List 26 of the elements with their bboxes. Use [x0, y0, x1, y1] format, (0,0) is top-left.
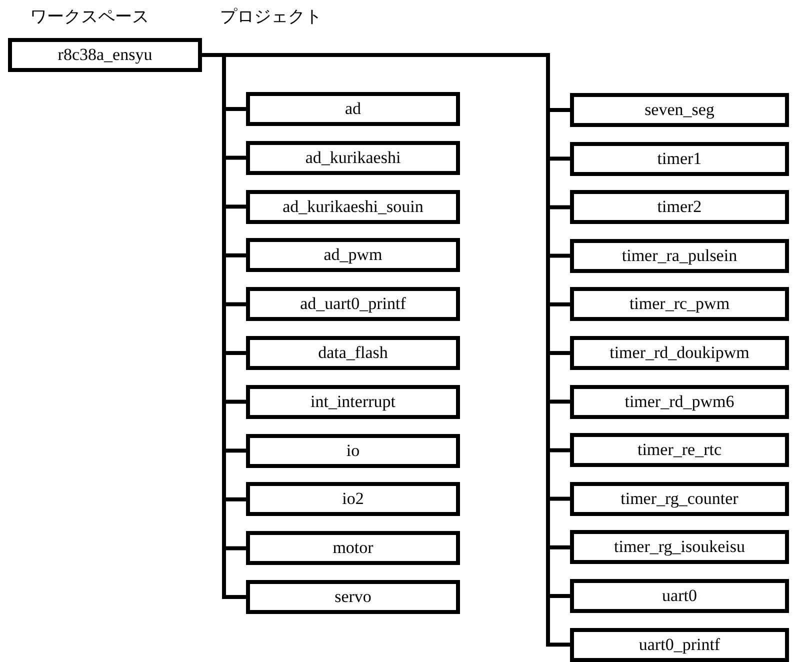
project-box: seven_seg	[570, 93, 789, 127]
column-heading: プロジェクト	[220, 6, 322, 28]
workspace-box: r8c38a_ensyu	[8, 38, 202, 72]
project-box: ad_kurikaeshi	[246, 140, 460, 175]
project-box: ad_uart0_printf	[246, 287, 460, 322]
project-box: timer_rd_doukipwm	[570, 336, 789, 370]
project-box: io2	[246, 482, 460, 516]
project-box: data_flash	[246, 336, 460, 370]
project-box: motor	[246, 531, 460, 566]
project-box: timer2	[570, 190, 789, 224]
project-box: servo	[246, 580, 460, 614]
project-box: uart0_printf	[570, 628, 789, 662]
project-box: timer_rg_isoukeisu	[570, 530, 789, 564]
project-box: timer_ra_pulsein	[570, 238, 789, 273]
project-box: io	[246, 434, 460, 468]
project-box: int_interrupt	[246, 384, 460, 419]
project-box: ad_kurikaeshi_souin	[246, 190, 460, 224]
column-heading: ワークスペース	[30, 6, 149, 28]
project-box: uart0	[570, 579, 789, 613]
project-box: ad	[246, 92, 460, 126]
project-box: timer1	[570, 142, 789, 176]
project-box: timer_rd_pwm6	[570, 384, 789, 419]
project-box: timer_re_rtc	[570, 433, 789, 468]
project-box: ad_pwm	[246, 238, 460, 272]
project-box: timer_rg_counter	[570, 482, 789, 516]
project-box: timer_rc_pwm	[570, 287, 789, 322]
